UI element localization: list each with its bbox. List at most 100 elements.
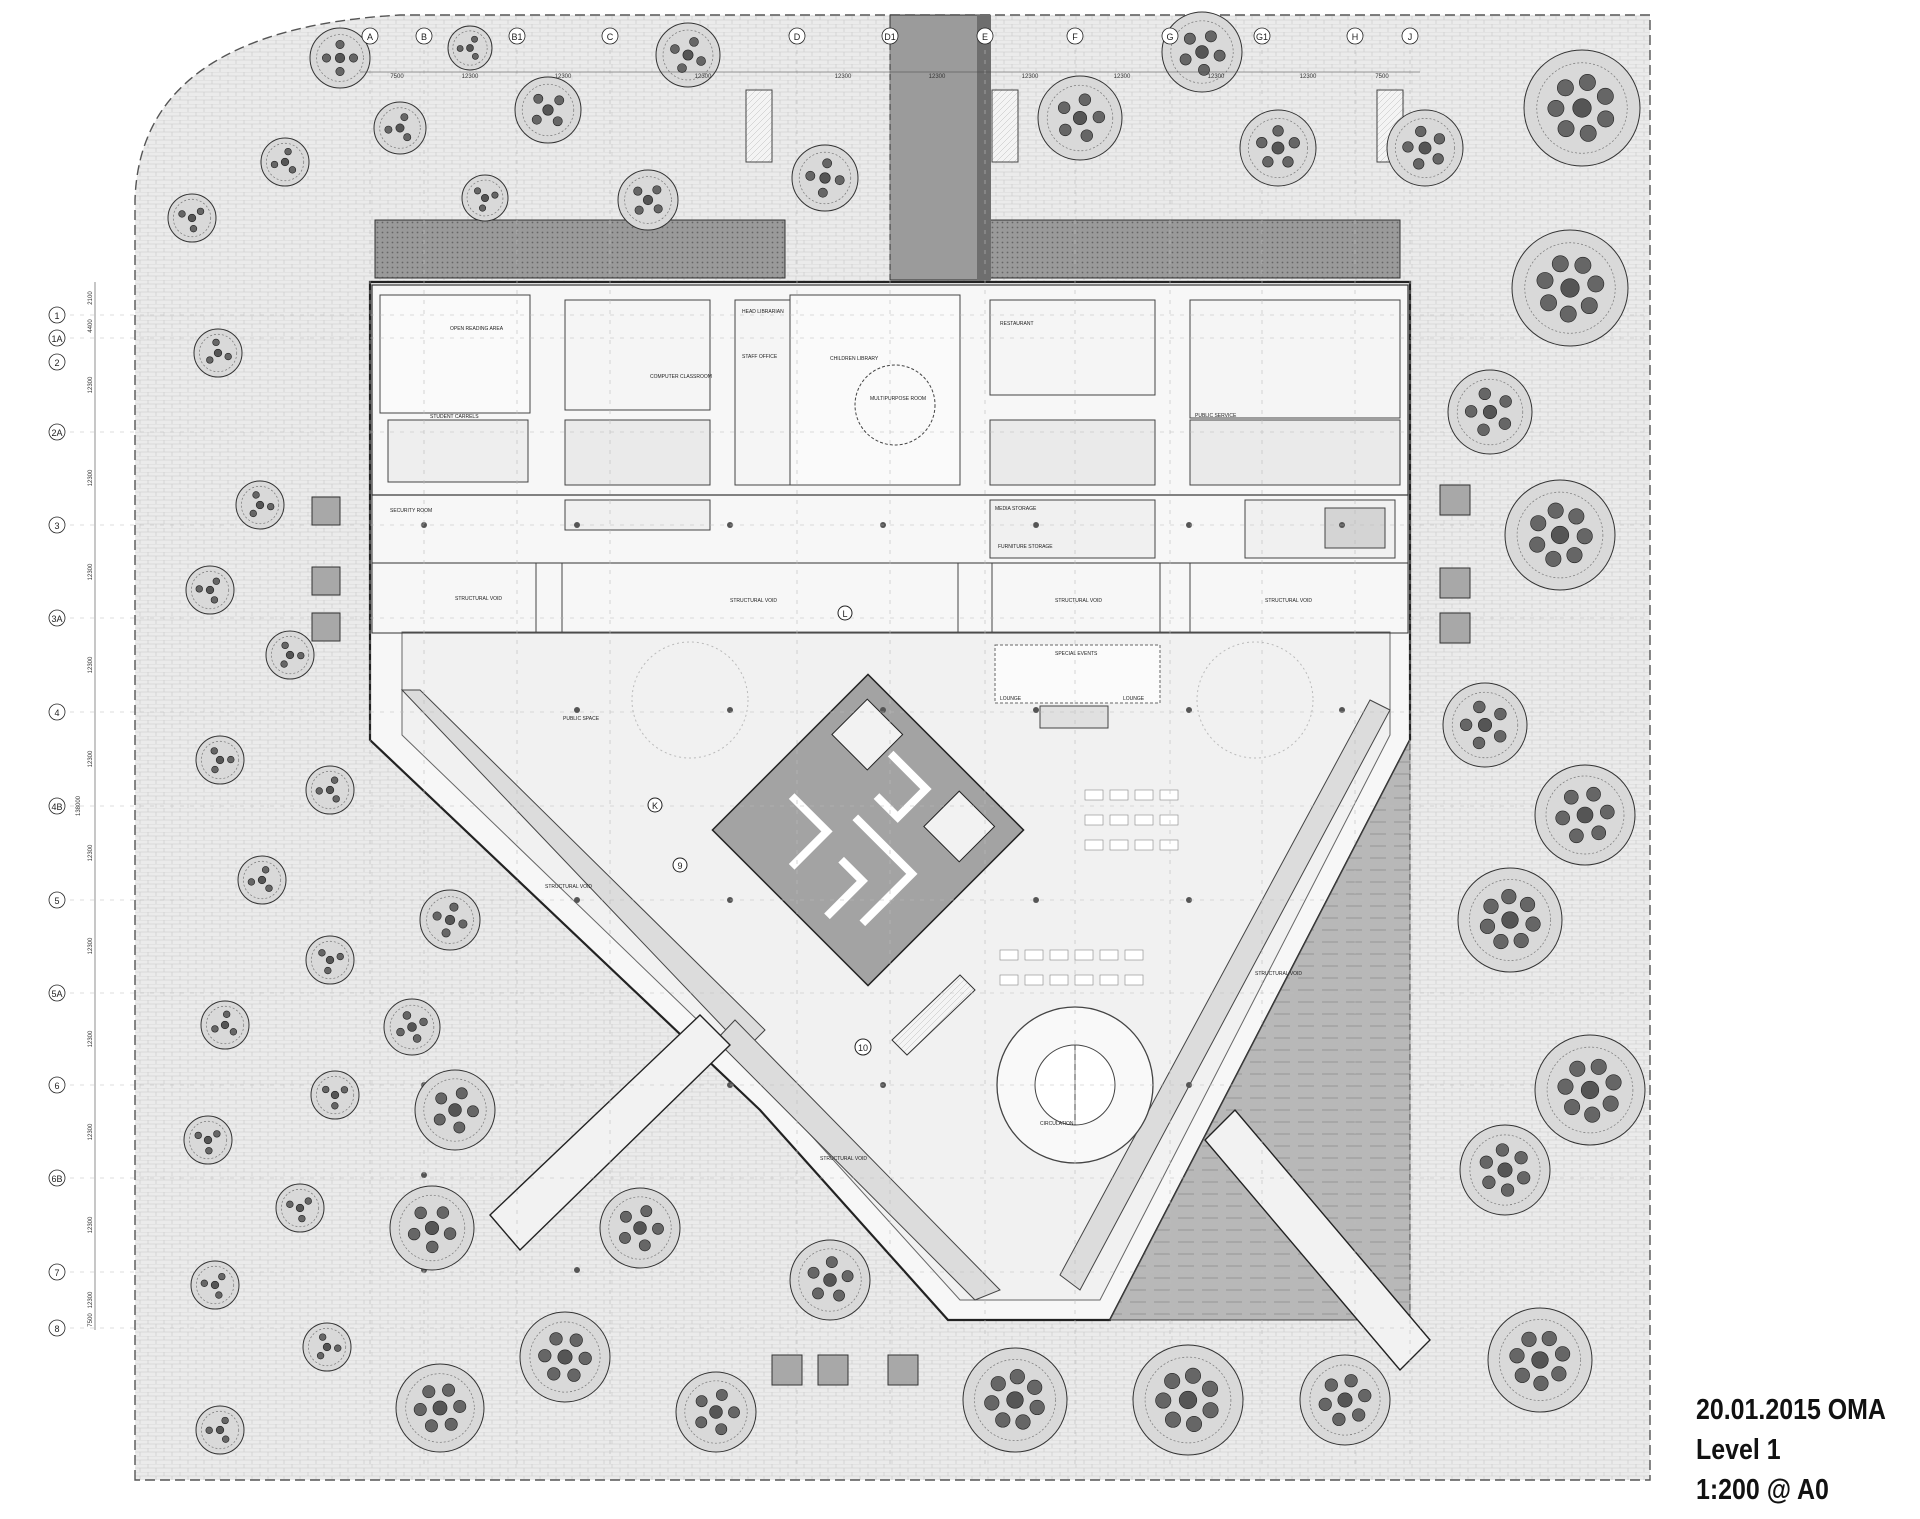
tree bbox=[265, 630, 315, 680]
tree bbox=[195, 1405, 245, 1455]
label-furniture-storage: FURNITURE STORAGE bbox=[998, 544, 1053, 550]
title-scale: 1:200 @ A0 bbox=[1696, 1474, 1829, 1506]
label-restaurant: RESTAURANT bbox=[1000, 321, 1034, 327]
tree bbox=[302, 1322, 352, 1372]
grid-row-bubble-6b: 6B bbox=[48, 1169, 66, 1187]
side-dimension-value: 12300 bbox=[88, 844, 94, 861]
tree bbox=[461, 174, 509, 222]
tree bbox=[395, 1363, 485, 1453]
top-dimension-value: 12300 bbox=[555, 74, 572, 80]
grid-row-bubble-5: 5 bbox=[48, 891, 66, 909]
grid-row-bubble-6: 6 bbox=[48, 1076, 66, 1094]
tree bbox=[1534, 1034, 1646, 1146]
label-circulation: CIRCULATION bbox=[1040, 1121, 1074, 1127]
tree bbox=[193, 328, 243, 378]
diagonal-void-south bbox=[715, 1019, 1001, 1301]
tree bbox=[309, 27, 371, 89]
label-public-space: PUBLIC SPACE bbox=[563, 716, 600, 722]
section-marker-l-label: L bbox=[842, 609, 847, 619]
top-dimension-value: 12300 bbox=[1022, 74, 1039, 80]
grid-row-bubble-3: 3 bbox=[48, 516, 66, 534]
grid-column-label: B bbox=[421, 32, 427, 42]
tree bbox=[1239, 109, 1317, 187]
lounge-counter bbox=[1039, 705, 1109, 729]
tree bbox=[414, 1069, 496, 1151]
tree bbox=[1132, 1344, 1244, 1456]
grid-column-bubble-d: D bbox=[788, 27, 806, 45]
label-structural-void-2: STRUCTURAL VOID bbox=[730, 598, 777, 604]
tree bbox=[675, 1371, 757, 1453]
top-dimension-value: 12300 bbox=[929, 74, 946, 80]
tree bbox=[1457, 867, 1563, 973]
north-canopy-left bbox=[374, 219, 786, 279]
label-structural-void-5: STRUCTURAL VOID bbox=[545, 884, 592, 890]
grid-column-label: G1 bbox=[1256, 32, 1268, 42]
trees bbox=[167, 11, 1646, 1456]
grid-row-bubble-5a: 5A bbox=[48, 984, 66, 1002]
side-dimension-value: 12300 bbox=[88, 563, 94, 580]
grid-row-bubble-8: 8 bbox=[48, 1319, 66, 1337]
tree bbox=[305, 935, 355, 985]
grid-column-bubble-c: C bbox=[601, 27, 619, 45]
grid-row-label: 8 bbox=[54, 1324, 59, 1334]
side-dimension-value: 7500 bbox=[88, 1313, 94, 1327]
label-student-carrels: STUDENT CARRELS bbox=[430, 414, 479, 420]
tree bbox=[1386, 109, 1464, 187]
top-dimension-value: 12300 bbox=[1208, 74, 1225, 80]
central-stair bbox=[891, 974, 976, 1056]
grid-row-label: 2A bbox=[51, 428, 62, 438]
grid-row-bubble-4b: 4B bbox=[48, 797, 66, 815]
top-dimension-value: 12300 bbox=[462, 74, 479, 80]
tree bbox=[200, 1000, 250, 1050]
grid-row-label: 4B bbox=[51, 802, 62, 812]
tree bbox=[1447, 369, 1533, 455]
grid-column-bubble-d1: D1 bbox=[881, 27, 899, 45]
bridge-southeast bbox=[1204, 1108, 1431, 1372]
tree bbox=[791, 144, 859, 212]
section-marker-k-label: K bbox=[652, 801, 658, 811]
reading-tables bbox=[999, 789, 1179, 986]
tree bbox=[962, 1347, 1068, 1453]
title-level: Level 1 bbox=[1696, 1434, 1781, 1466]
label-special-events: SPECIAL EVENTS bbox=[1055, 651, 1098, 657]
grid-column-label: F bbox=[1072, 32, 1078, 42]
grid-row-label: 6 bbox=[54, 1081, 59, 1091]
label-children-library: CHILDREN LIBRARY bbox=[830, 356, 879, 362]
tree bbox=[1161, 11, 1243, 93]
side-dimension-value: 12300 bbox=[88, 1216, 94, 1233]
tree bbox=[447, 25, 493, 71]
label-lounge-west: LOUNGE bbox=[1000, 696, 1022, 702]
tree bbox=[185, 565, 235, 615]
label-staff-office: STAFF OFFICE bbox=[742, 354, 778, 360]
tree bbox=[1523, 49, 1641, 167]
grid-row-bubble-3a: 3A bbox=[48, 609, 66, 627]
section-marker-l: L bbox=[837, 605, 853, 621]
side-dimension-value: 12300 bbox=[88, 656, 94, 673]
grid-column-bubble-b: B bbox=[415, 27, 433, 45]
title-block: 20.01.2015 OMA Level 1 1:200 @ A0 bbox=[1696, 1390, 1886, 1510]
grid-column-bubble-b1: B1 bbox=[508, 27, 526, 45]
section-marker-9: 9 bbox=[672, 857, 688, 873]
tree bbox=[1511, 229, 1629, 347]
label-computer-classroom: COMPUTER CLASSROOM bbox=[650, 374, 712, 380]
grid-row-bubble-2: 2 bbox=[48, 353, 66, 371]
grid-column-bubble-h: H bbox=[1346, 27, 1364, 45]
side-dimension-value: 12300 bbox=[88, 1030, 94, 1047]
tree bbox=[167, 193, 217, 243]
side-dimension-value: 12300 bbox=[88, 1291, 94, 1308]
top-dimension-value: 7500 bbox=[1375, 74, 1389, 80]
tree bbox=[183, 1115, 233, 1165]
top-dimension-value: 7500 bbox=[390, 74, 404, 80]
side-dimension-value: 12300 bbox=[88, 937, 94, 954]
tree bbox=[275, 1183, 325, 1233]
label-head-librarian: HEAD LIBRARIAN bbox=[742, 309, 784, 315]
tree bbox=[617, 169, 679, 231]
grid-row-bubble-2a: 2A bbox=[48, 423, 66, 441]
grid-column-bubble-g1: G1 bbox=[1253, 27, 1271, 45]
tree bbox=[260, 137, 310, 187]
grid-row-label: 1 bbox=[54, 311, 59, 321]
tree bbox=[235, 480, 285, 530]
grid-row-bubble-4: 4 bbox=[48, 703, 66, 721]
label-open-reading: OPEN READING AREA bbox=[450, 326, 504, 332]
